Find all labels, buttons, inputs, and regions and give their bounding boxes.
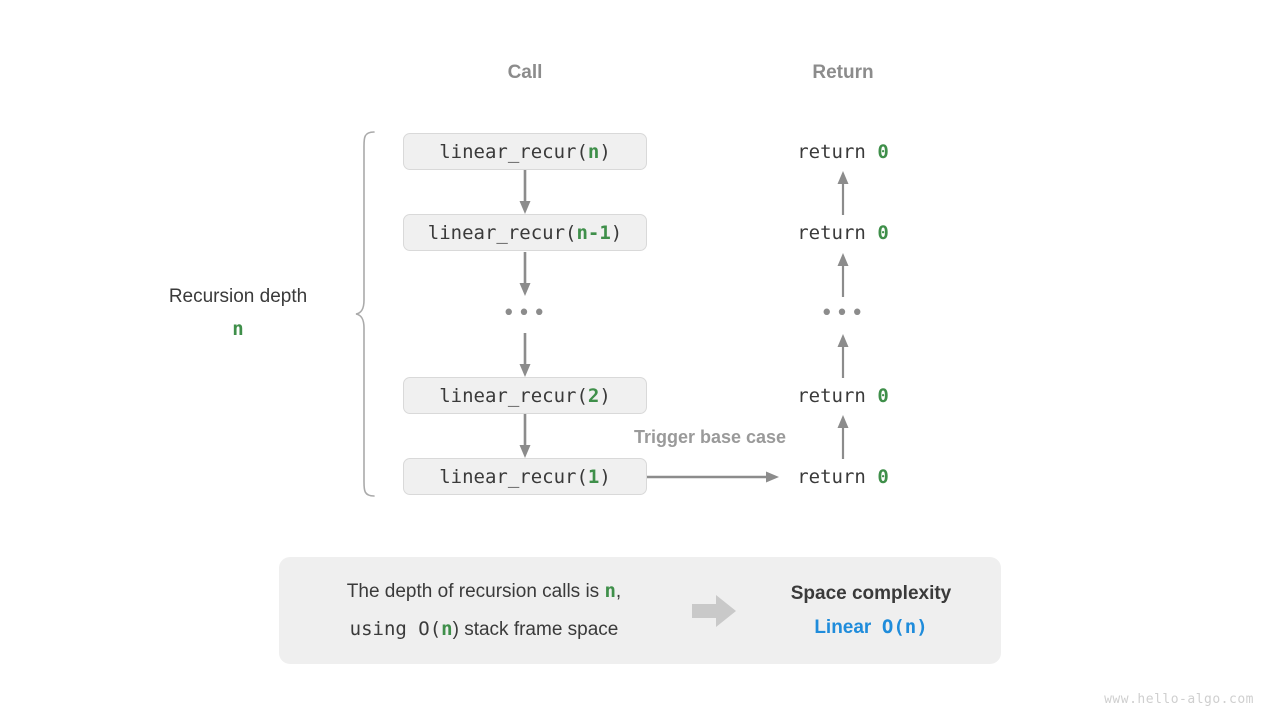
call-frame-arg-4: 1 — [587, 465, 600, 488]
return-text-3: return — [797, 385, 878, 407]
summary-line-1: The depth of recursion calls is n, — [284, 573, 684, 610]
recursion-depth-brace — [355, 131, 375, 497]
summary-arrow-container — [684, 592, 746, 630]
call-frame-box-3: linear_recur(2) — [403, 377, 647, 414]
summary-panel: The depth of recursion calls is n, using… — [279, 557, 1001, 664]
call-frame-suffix-4: ) — [599, 465, 611, 488]
call-arrow-1-to-2 — [519, 170, 531, 214]
call-frame-box-2: linear_recur(n-1) — [403, 214, 647, 251]
call-arrow-ellipsis-to-3 — [519, 333, 531, 377]
call-arrow-2-to-ellipsis — [519, 252, 531, 296]
summary-line2-text-a: using O( — [349, 617, 442, 640]
return-value-2: 0 — [877, 222, 889, 244]
call-frame-suffix-3: ) — [599, 384, 611, 407]
call-frame-arg-3: 2 — [587, 384, 600, 407]
summary-line2-n: n — [441, 617, 453, 640]
return-arrow-3-to-ellipsis — [837, 334, 849, 378]
space-complexity-title: Space complexity — [790, 582, 952, 604]
call-frame-prefix-1: linear_recur( — [439, 140, 588, 163]
summary-line2-text-b: ) stack frame space — [452, 618, 619, 640]
recursion-depth-value: n — [232, 318, 244, 340]
return-value-3: 0 — [877, 385, 889, 407]
call-ellipsis: ••• — [502, 301, 548, 326]
call-frame-box-4: linear_recur(1) — [403, 458, 647, 495]
recursion-depth-label: Recursion depth n — [169, 286, 307, 340]
call-frame-prefix-4: linear_recur( — [439, 465, 588, 488]
return-arrow-4-to-3 — [837, 415, 849, 459]
return-text-4: return — [797, 466, 878, 488]
watermark: www.hello-algo.com — [1104, 692, 1254, 707]
right-arrow-icon — [692, 594, 736, 627]
summary-line1-n: n — [604, 580, 616, 603]
return-arrow-ellipsis-to-2 — [837, 253, 849, 297]
return-ellipsis: ••• — [820, 301, 866, 326]
call-frame-arg-2: n-1 — [576, 221, 611, 244]
call-frame-prefix-3: linear_recur( — [439, 384, 588, 407]
call-frame-suffix-2: ) — [610, 221, 623, 244]
summary-line-2: using O(n) stack frame space — [284, 611, 684, 648]
complexity-kind: Linear — [814, 616, 872, 638]
return-value-1: 0 — [877, 141, 889, 163]
return-arrow-2-to-1 — [837, 171, 849, 215]
trigger-base-case-label: Trigger base case — [633, 427, 787, 447]
base-case-arrow — [647, 471, 779, 483]
complexity-notation: O(n) — [881, 615, 928, 638]
call-frame-arg-1: n — [587, 140, 600, 163]
summary-description: The depth of recursion calls is n, using… — [284, 573, 684, 647]
recursion-depth-text: Recursion depth — [168, 286, 308, 307]
column-header-return: Return — [812, 62, 874, 83]
call-frame-box-1: linear_recur(n) — [403, 133, 647, 170]
return-label-3: return 0 — [797, 385, 889, 407]
return-text-1: return — [797, 141, 878, 163]
summary-line1-text-a: The depth of recursion calls is — [346, 581, 605, 603]
call-arrow-3-to-4 — [519, 414, 531, 458]
space-complexity-value: Linear O(n) — [746, 616, 996, 639]
summary-line1-text-b: , — [615, 581, 622, 603]
call-frame-prefix-2: linear_recur( — [427, 221, 577, 244]
return-value-4: 0 — [877, 466, 889, 488]
return-text-2: return — [797, 222, 878, 244]
call-frame-suffix-1: ) — [599, 140, 611, 163]
return-label-4: return 0 — [797, 466, 889, 488]
return-label-1: return 0 — [797, 141, 889, 163]
return-label-2: return 0 — [797, 222, 889, 244]
column-header-call: Call — [507, 62, 543, 83]
summary-conclusion: Space complexity Linear O(n) — [746, 583, 996, 639]
